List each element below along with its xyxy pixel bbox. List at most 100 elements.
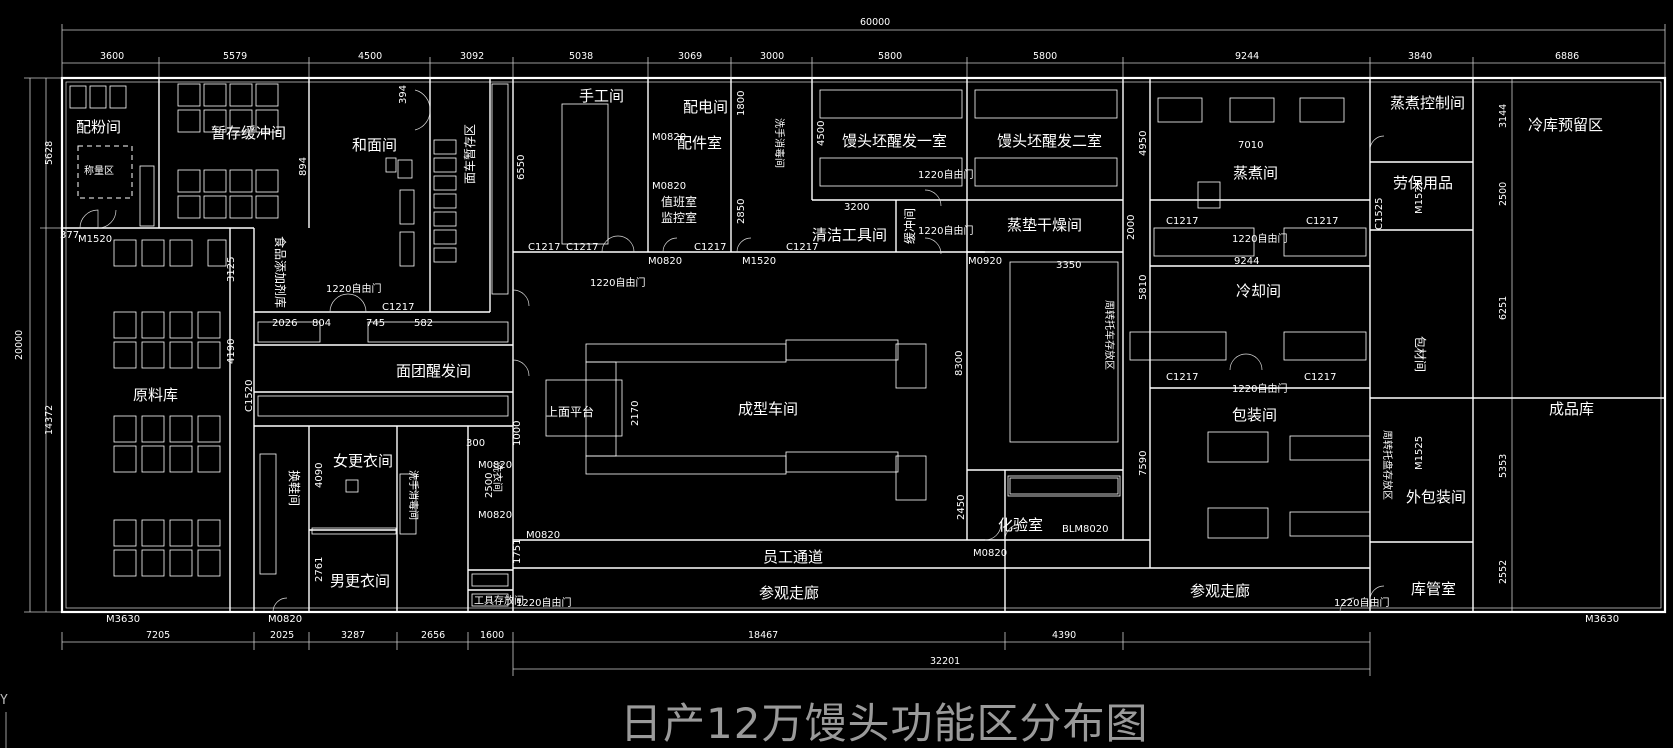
tag-2450: 2450 (956, 495, 967, 520)
room-label-chengpin: 成品库 (1549, 400, 1594, 418)
room-label-peidian: 配电间 (683, 98, 728, 116)
tag-1000: 1000 (512, 421, 523, 446)
tag-4090: 4090 (314, 463, 325, 488)
tag-m0820-d: M0820 (652, 181, 686, 192)
tag-1220-c: 1220自由门 (918, 168, 973, 181)
dim-bottom-2: 2025 (270, 630, 294, 641)
tag-m0820-e: M0820 (973, 548, 1007, 559)
tag-m3630-right: M3630 (1585, 614, 1619, 625)
tag-1751: 1751 (512, 539, 523, 564)
tag-804: 804 (312, 318, 331, 329)
dim-top-1: 3600 (100, 51, 124, 62)
tag-5810: 5810 (1138, 275, 1149, 300)
room-label-shouxiao: 洗手消毒间 (407, 470, 420, 520)
tag-c1217-g: C1217 (1306, 216, 1338, 227)
room-label-baozhuang-cai: 包材间 (1413, 336, 1427, 372)
tag-1220-f: 1220自由门 (1232, 382, 1287, 395)
room-label-miantuan: 面团醒发间 (396, 362, 471, 380)
room-label-lengque: 冷却间 (1236, 282, 1281, 300)
tag-m1520-b: M1520 (742, 256, 776, 267)
dim-top-10: 9244 (1235, 51, 1259, 62)
tag-c1217-f: C1217 (1166, 216, 1198, 227)
fixtures (69, 83, 1371, 607)
tag-9244: 9244 (1234, 256, 1259, 267)
dim-top-2: 5579 (223, 51, 247, 62)
tag-1220-e: 1220自由门 (1232, 232, 1287, 245)
tag-3125: 3125 (226, 257, 237, 282)
tag-m3630-left: M3630 (106, 614, 140, 625)
room-label-shangmian: 上面平台 (546, 404, 594, 419)
tag-582: 582 (414, 318, 433, 329)
tag-m1525-b: M1525 (1414, 436, 1425, 470)
room-label-canguan-2: 参观走廊 (1190, 582, 1250, 600)
tag-1220-g: 1220自由门 (516, 596, 571, 609)
tag-8300: 8300 (954, 351, 965, 376)
tag-2026: 2026 (272, 318, 297, 329)
tag-c1217-c: C1217 (694, 242, 726, 253)
dim-bottom-5: 1600 (480, 630, 504, 641)
tag-m0820-b: M0820 (648, 256, 682, 267)
tag-4190: 4190 (226, 339, 237, 364)
room-label-huanchong: 缓冲间 (902, 208, 917, 244)
room-label-nvgeng: 女更衣间 (333, 452, 393, 470)
tag-c1217-b: C1217 (566, 242, 598, 253)
room-label-mianche: 面车暂存区 (462, 124, 477, 184)
room-label-lengku-yuliu: 冷库预留区 (1528, 116, 1603, 134)
dim-right-1: 3144 (1498, 104, 1509, 128)
room-label-peifen: 配粉间 (76, 118, 121, 136)
dim-top-12: 6886 (1555, 51, 1579, 62)
tag-1800: 1800 (736, 91, 747, 116)
tag-1220-h: 1220自由门 (1334, 596, 1389, 609)
tag-m1520: M1520 (78, 234, 112, 245)
tag-1220-d: 1220自由门 (918, 224, 973, 237)
dim-overall-width: 60000 (860, 17, 890, 28)
room-label-hemian: 和面间 (352, 136, 397, 154)
tag-m8020-a: M0820 (478, 510, 512, 521)
tag-c1520: C1520 (244, 380, 255, 412)
dim-top-9: 5800 (1033, 51, 1057, 62)
tag-2761: 2761 (314, 557, 325, 582)
tag-m0820-c: M0820 (652, 132, 686, 143)
room-label-peijian: 配件室 (677, 134, 722, 152)
room-label-xing1: 馒头坯醒发一室 (842, 132, 947, 150)
door-window-tags: M1520 377 M3630 M3630 M0820 M0820 M0820 … (60, 85, 1619, 625)
door-swings (79, 89, 1385, 613)
room-labels: 配粉间 暂存缓冲间 和面间 手工间 配电间 配件室 值班室 监控室 馒头坯醒发一… (76, 87, 1603, 607)
tag-c1217-e: C1217 (382, 302, 414, 313)
tag-377: 377 (60, 230, 79, 241)
tag-m1525-a: M1525 (1414, 180, 1425, 214)
room-label-nangeng: 男更衣间 (330, 572, 390, 590)
room-label-shougong: 手工间 (579, 87, 624, 105)
tag-300: 300 (466, 438, 485, 449)
dim-right-4: 5353 (1498, 454, 1509, 478)
drawing-title: 日产12万馒头功能区分布图 (620, 699, 1148, 748)
room-label-canguan-1: 参观走廊 (759, 584, 819, 602)
dim-bottom-4: 2656 (421, 630, 445, 641)
tag-7010: 7010 (1238, 140, 1263, 151)
dim-top-3: 4500 (358, 51, 382, 62)
room-label-gongju: 工具存放间 (474, 594, 524, 607)
tag-1220-b: 1220自由门 (326, 282, 381, 295)
tag-394: 394 (398, 85, 409, 104)
tag-745: 745 (366, 318, 385, 329)
tag-3350: 3350 (1056, 260, 1081, 271)
room-label-baozhuang: 包装间 (1232, 406, 1277, 424)
exterior-wall-inner (65, 81, 1662, 609)
axis-y-label: Y (0, 693, 8, 708)
room-label-chengliang: 称量区 (84, 164, 114, 177)
dim-top-11: 3840 (1408, 51, 1432, 62)
room-label-zhengdian: 蒸垫干燥间 (1007, 216, 1082, 234)
room-label-xing2: 馒头坯醒发二室 (997, 132, 1102, 150)
dim-right-2: 2500 (1498, 182, 1509, 206)
exterior-wall (60, 76, 1667, 614)
dim-right-5: 2552 (1498, 560, 1509, 584)
tag-c1217-d: C1217 (786, 242, 818, 253)
room-label-yuangong: 员工通道 (763, 548, 823, 566)
room-label-qingjie: 清洁工具间 (812, 226, 887, 244)
room-label-xishou: 洗手消毒间 (773, 118, 786, 168)
dim-left-2: 14372 (44, 405, 55, 435)
room-label-zhiban: 值班室 (661, 194, 697, 209)
room-label-tuoche-2: 周转托盘存放区 (1381, 430, 1394, 500)
tag-c1525: C1525 (1374, 198, 1385, 230)
tag-3200: 3200 (844, 202, 869, 213)
